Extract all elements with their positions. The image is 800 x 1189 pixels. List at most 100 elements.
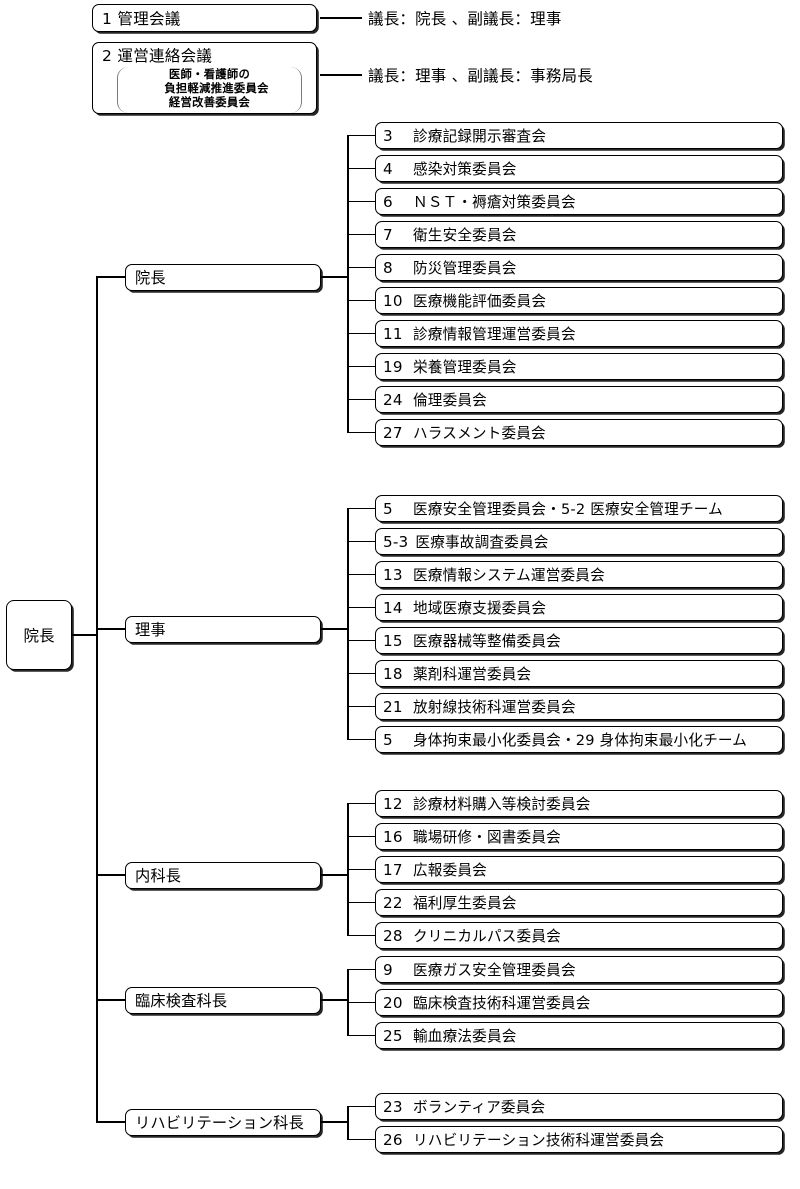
committee-number: 5	[383, 499, 393, 518]
committee-stub	[347, 672, 376, 675]
role-box-3[interactable]: 臨床検査科長	[125, 986, 321, 1014]
meeting-sub-line: 経営改善委員会	[168, 96, 251, 110]
committee-stub	[347, 332, 376, 335]
committee-number: 4	[383, 159, 393, 178]
role-box-2[interactable]: 内科長	[125, 861, 321, 889]
committee-box[interactable]: 24 倫理委員会	[375, 386, 783, 413]
spine-to-role	[96, 874, 126, 876]
committee-stub	[347, 639, 376, 642]
meeting-connector-1	[320, 17, 362, 19]
committee-stub	[347, 134, 376, 137]
committee-stub	[347, 968, 376, 971]
role-box-1[interactable]: 理事	[125, 615, 321, 643]
committee-number: 28	[383, 926, 403, 945]
committee-stub	[347, 606, 376, 609]
committee-label: 薬剤科運営委員会	[413, 666, 532, 683]
committee-number: 8	[383, 258, 393, 277]
role-label: 臨床検査科長	[135, 992, 228, 1010]
meeting-box-2[interactable]: 2 運営連絡会議医師・看護師の負担軽減推進委員会経営改善委員会	[92, 42, 317, 114]
committee-stub	[347, 233, 376, 236]
role-box-4[interactable]: リハビリテーション科長	[125, 1108, 321, 1136]
committee-box[interactable]: 15 医療器械等整備委員会	[375, 627, 783, 654]
meeting-box-1[interactable]: 1 管理会議	[92, 4, 317, 32]
committee-stub	[347, 167, 376, 170]
committee-box[interactable]: 18 薬剤科運営委員会	[375, 660, 783, 687]
committee-stub	[347, 868, 376, 871]
committee-box[interactable]: 17 広報委員会	[375, 856, 783, 883]
committee-number: 6	[383, 192, 393, 211]
committee-stub	[347, 540, 376, 543]
committee-number: 13	[383, 565, 403, 584]
committee-box[interactable]: 16 職場研修・図書委員会	[375, 823, 783, 850]
meeting-note-2: 議長：理事 、副議長：事務局長	[368, 67, 593, 85]
committee-label: 臨床検査技術科運営委員会	[413, 995, 591, 1012]
committee-stub	[347, 1138, 376, 1141]
root-role-label: 院長	[23, 627, 55, 645]
meeting-sub-line: 医師・看護師の	[168, 68, 251, 81]
role-box-0[interactable]: 院長	[125, 263, 321, 291]
committee-label: 輸血療法委員会	[413, 1028, 517, 1045]
committee-stub	[347, 299, 376, 302]
meeting-sub-line: 負担軽減推進委員会	[164, 82, 269, 96]
committee-number: 18	[383, 664, 403, 683]
spine-to-role	[96, 1121, 126, 1123]
committee-label: 医療事故調査委員会	[415, 534, 549, 551]
committee-number: 11	[383, 324, 403, 343]
committee-number: 26	[383, 1130, 403, 1149]
committee-stub	[347, 705, 376, 708]
committee-stub	[347, 1034, 376, 1037]
meeting-connector-2	[320, 74, 362, 76]
group-trunk	[347, 803, 349, 936]
committee-number: 3	[383, 126, 393, 145]
committee-label: 職場研修・図書委員会	[413, 829, 561, 846]
committee-number: 17	[383, 860, 403, 879]
committee-stub	[347, 266, 376, 269]
committee-box[interactable]: 5 医療安全管理委員会・5-2 医療安全管理チーム	[375, 495, 783, 522]
committee-label: 広報委員会	[413, 862, 487, 879]
committee-label: 医療器械等整備委員会	[413, 633, 561, 650]
committee-stub	[347, 573, 376, 576]
root-role-box[interactable]: 院長	[6, 600, 72, 670]
committee-label: 倫理委員会	[413, 392, 487, 409]
role-label: リハビリテーション科長	[135, 1114, 304, 1132]
committee-number: 24	[383, 390, 403, 409]
meeting-title: 1 管理会議	[102, 10, 181, 28]
committee-number: 21	[383, 697, 403, 716]
committee-number: 15	[383, 631, 403, 650]
meeting-sub-bracket: 医師・看護師の負担軽減推進委員会経営改善委員会	[117, 67, 302, 113]
role-label: 内科長	[135, 867, 182, 885]
committee-label: 福利厚生委員会	[413, 895, 517, 912]
role-to-trunk	[321, 999, 349, 1001]
committee-stub	[347, 1105, 376, 1108]
committee-number: 16	[383, 827, 403, 846]
committee-number: 23	[383, 1097, 403, 1116]
committee-stub	[347, 200, 376, 203]
spine-to-role	[96, 999, 126, 1001]
committee-label: 医療機能評価委員会	[413, 293, 547, 310]
committee-label: 医療安全管理委員会・5-2 医療安全管理チーム	[413, 501, 723, 518]
role-to-trunk	[321, 276, 349, 278]
committee-number: 12	[383, 794, 403, 813]
